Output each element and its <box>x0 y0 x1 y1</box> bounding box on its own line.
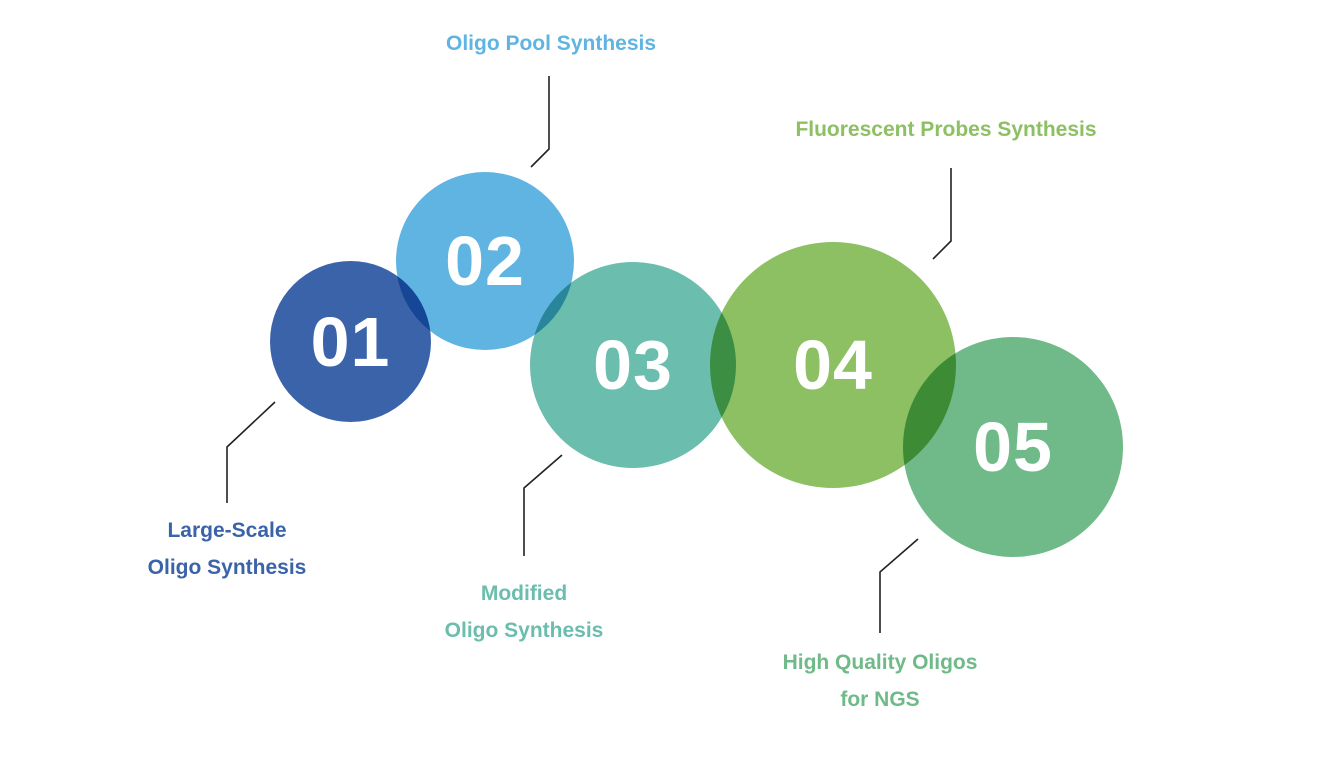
step-label-01-line2: Oligo Synthesis <box>147 556 307 579</box>
connector-line-01 <box>226 401 276 503</box>
step-circle-05: 05 <box>903 337 1123 557</box>
step-number-03: 03 <box>593 326 673 404</box>
step-number-02: 02 <box>445 222 525 300</box>
step-label-02-line1: Oligo Pool Synthesis <box>445 32 657 55</box>
step-label-05-line1: High Quality Oligos <box>782 651 978 674</box>
step-label-03-line1: Modified <box>480 582 568 605</box>
step-label-01: Large-Scale Oligo Synthesis <box>148 512 307 586</box>
step-circle-01: 01 <box>270 261 431 422</box>
step-label-01-line1: Large-Scale <box>167 519 287 542</box>
step-number-01: 01 <box>310 302 391 381</box>
step-label-03: Modified Oligo Synthesis <box>445 575 604 649</box>
step-label-02: Oligo Pool Synthesis <box>446 25 656 62</box>
connector-line-03 <box>523 454 563 556</box>
step-label-05-line2: for NGS <box>840 688 920 711</box>
connector-line-02 <box>530 76 550 168</box>
connector-line-05 <box>879 538 919 633</box>
step-label-05: High Quality Oligos for NGS <box>783 644 978 718</box>
step-label-04: Fluorescent Probes Synthesis <box>795 111 1096 148</box>
connector-line-04 <box>932 168 952 260</box>
step-circle-03: 03 <box>530 262 736 468</box>
step-number-05: 05 <box>973 408 1053 486</box>
step-label-03-line2: Oligo Synthesis <box>444 619 604 642</box>
step-number-04: 04 <box>793 326 873 404</box>
step-label-04-line1: Fluorescent Probes Synthesis <box>795 118 1097 141</box>
